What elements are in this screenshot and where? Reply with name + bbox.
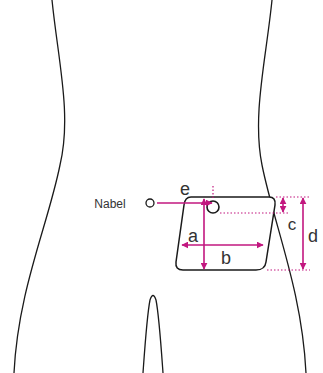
dimension-label: e <box>180 180 190 198</box>
body-outline-left <box>14 0 65 373</box>
body-outline-right <box>259 0 307 373</box>
leg-gap <box>143 296 163 373</box>
dimension-label: b <box>221 249 231 267</box>
dimension-label: c <box>288 216 297 233</box>
dimension-arrow <box>302 198 304 269</box>
electrode-pad <box>176 197 275 270</box>
dimension-label: a <box>188 227 198 245</box>
dimension-label: d <box>308 227 318 245</box>
dimension-arrow <box>203 199 205 269</box>
guide-line <box>212 186 213 199</box>
guide-line <box>220 212 288 213</box>
guide-line <box>267 269 310 270</box>
navel <box>146 199 154 207</box>
dimension-arrow <box>282 198 284 212</box>
navel-label: Nabel <box>94 198 125 210</box>
guide-line <box>276 196 310 197</box>
